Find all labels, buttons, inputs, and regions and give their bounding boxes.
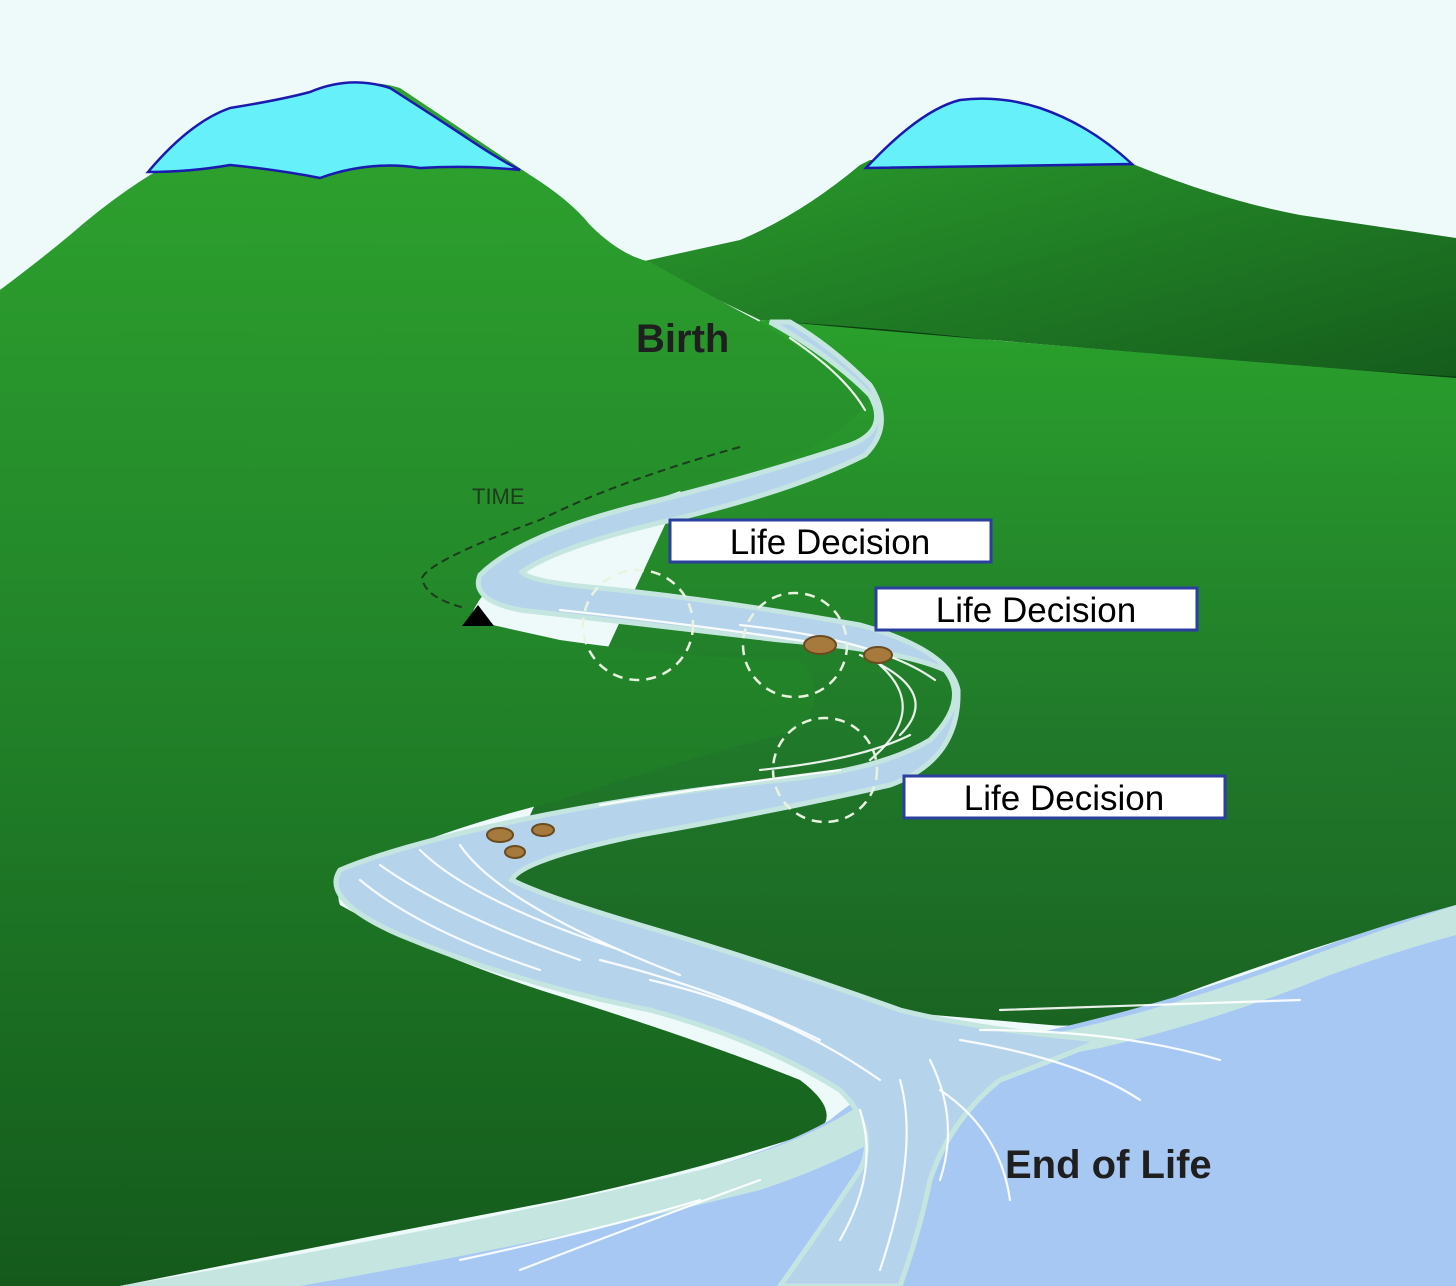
right-mountain	[640, 160, 1456, 380]
decision-box-3: Life Decision	[902, 774, 1227, 820]
rock	[863, 646, 893, 664]
decision-label: Life Decision	[730, 523, 930, 562]
right-snow-cap	[863, 97, 1136, 170]
decision-label: Life Decision	[936, 591, 1136, 630]
time-arrow-line	[420, 446, 741, 609]
end-of-life-label: End of Life	[1005, 1143, 1212, 1187]
lake	[120, 905, 1456, 1286]
time-label: TIME	[472, 484, 525, 509]
left-mountain	[0, 82, 870, 1286]
rock	[531, 823, 555, 837]
left-snow-cap	[145, 81, 521, 180]
decision-circle	[581, 568, 695, 682]
rock	[504, 845, 526, 859]
birth-label: Birth	[636, 317, 729, 361]
rock	[803, 635, 837, 655]
decision-box-1: Life Decision	[668, 518, 993, 564]
rock	[486, 827, 514, 843]
decision-circle	[741, 591, 849, 699]
decision-box-2: Life Decision	[874, 586, 1199, 632]
decision-label: Life Decision	[964, 779, 1164, 818]
time-arrow-head	[462, 605, 494, 626]
decision-circle	[771, 716, 879, 824]
river-rocks	[486, 635, 893, 859]
river-ripples	[358, 336, 1302, 1272]
